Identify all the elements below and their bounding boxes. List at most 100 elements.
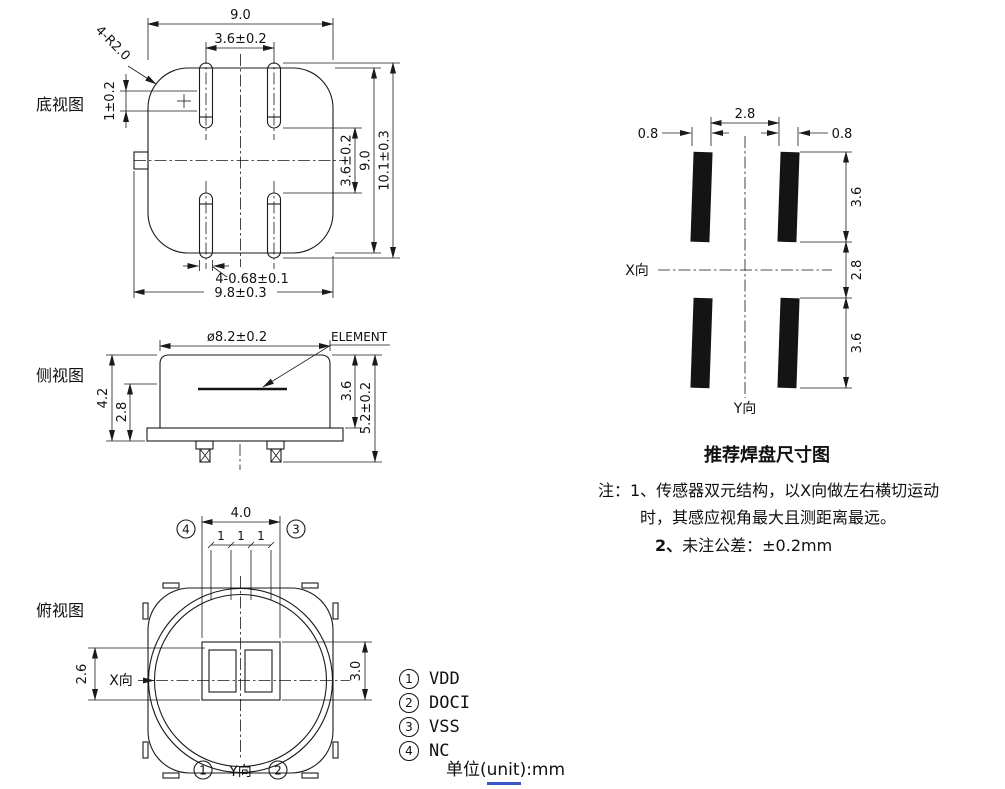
pin-number-badge: 3: [399, 717, 419, 737]
dim-pad-gap-x: 2.8: [710, 107, 780, 146]
pin-3-circle: [286, 519, 306, 539]
pin-number-badge: 4: [399, 741, 419, 761]
dim-text-seg3: 1: [257, 529, 265, 543]
x-axis-label: X向: [109, 673, 133, 689]
pin-number-badge: 2: [399, 693, 419, 713]
pad-x-axis-label: X向: [625, 263, 649, 279]
flange: [146, 427, 344, 442]
dim-cap-height: 3.6: [332, 354, 382, 429]
dim-text-can-diameter: ø8.2±0.2: [207, 330, 267, 345]
dim-overall-width: 9.8±0.3: [133, 171, 334, 301]
note-line-3: 2、未注公差：±0.2mm: [655, 532, 832, 556]
footer-artifact: [487, 782, 521, 785]
dim-body-width: 9.0: [147, 8, 334, 60]
top-view-centerlines: [156, 576, 350, 758]
dim-text-h4: 5.2±0.2: [359, 382, 374, 434]
note-line-1: 注：1、传感器双元结构，以X向做左右横切运动: [598, 481, 940, 500]
dim-text-pin-offset: 1±0.2: [103, 81, 118, 121]
dim-text-pad-h-top: 3.6: [850, 187, 865, 208]
top-view-label: 俯视图: [36, 601, 84, 620]
top-view: 俯视图 X向 4.0: [36, 506, 372, 780]
element-callout: ELEMENT: [262, 330, 390, 388]
pad-centerlines: [658, 136, 832, 398]
polarity-mark: [177, 94, 191, 108]
dim-element-height: 2.8: [115, 383, 157, 442]
pin-number-badge: 1: [399, 669, 419, 689]
dim-can-diameter: ø8.2±0.2: [159, 330, 331, 351]
dim-text-h3: 3.6: [340, 381, 355, 402]
dim-window-height: 3.0: [282, 641, 372, 701]
corner-tabs: [142, 582, 339, 779]
solder-pads: [690, 151, 800, 389]
dim-text-window-width: 4.0: [231, 506, 252, 521]
pin-4-circle: [176, 519, 196, 539]
pin-callouts: 4 3 1 2 Y向: [176, 519, 306, 780]
pin-4-number: 4: [182, 523, 190, 537]
window-frame: [201, 641, 281, 701]
dim-window-segments: 1 1 1: [207, 529, 275, 600]
dim-can-height-total: 4.2: [96, 354, 157, 442]
dim-pin-pitch-y: 3.6±0.2: [283, 127, 362, 194]
element-callout-label: ELEMENT: [331, 330, 388, 344]
dim-pad-column-heights: 3.6 2.8 3.6: [800, 151, 865, 389]
pin-assignment-list: 1 VDD 2 DOCI 3 VSS 4 NC: [399, 669, 470, 761]
dim-text-right: 3.0: [349, 661, 364, 682]
dim-text-overall-height: 10.1±0.3: [378, 130, 393, 191]
pin-row-nc: 4 NC: [399, 741, 470, 761]
window-right: [244, 649, 273, 693]
dim-text-pad-w-left: 0.8: [638, 127, 659, 142]
note-line-2: 时，其感应视角最大且测距离最远。: [640, 508, 897, 527]
note-3-number: 2、: [655, 536, 683, 555]
dim-text-h1: 4.2: [96, 388, 111, 409]
side-view: 侧视图 ø8.2±0.2 ELEMENT 4.2: [36, 330, 390, 470]
dim-text-pin-pitch-y: 3.6±0.2: [340, 134, 355, 186]
foot-left: [195, 440, 214, 450]
side-view-label: 侧视图: [36, 366, 84, 385]
pin-name: VDD: [429, 669, 460, 689]
y-axis-label: Y向: [228, 764, 252, 780]
dim-text-pin-pitch-x: 3.6±0.2: [214, 32, 266, 47]
bottom-view-centerlines: [134, 52, 347, 269]
pad-top-left: [690, 151, 713, 243]
pin-2-circle: [268, 760, 288, 780]
pin-1-number: 1: [199, 764, 207, 778]
pad-y-axis-label: Y向: [733, 401, 757, 417]
pin-row-vss: 3 VSS: [399, 717, 470, 737]
dim-text-seg1: 1: [217, 529, 225, 543]
pin-name: NC: [429, 741, 450, 761]
dim-text-h2: 2.8: [115, 402, 130, 423]
window-left: [208, 649, 237, 693]
dim-pin-slot-width: 4-0.68±0.1: [183, 260, 289, 287]
unit-label: 单位(unit):mm: [446, 760, 566, 780]
dim-text-pad-w-right: 0.8: [832, 127, 853, 142]
can-body: [159, 354, 331, 429]
dim-text-body-width: 9.0: [230, 8, 251, 23]
dim-element-offset: 2.6: [75, 647, 205, 701]
dim-total-height: 5.2±0.2: [283, 354, 382, 463]
pin-3-number: 3: [292, 523, 300, 537]
foot-right: [266, 440, 285, 450]
dim-corner-radius: 4-R2.0: [92, 23, 157, 85]
pin-2-number: 2: [274, 764, 282, 778]
dim-text-left: 2.6: [75, 664, 90, 685]
dim-pad-width-left: 0.8: [638, 127, 729, 146]
pin-row-doci: 2 DOCI: [399, 693, 470, 713]
pin-name: DOCI: [429, 693, 470, 713]
pin-name: VSS: [429, 717, 460, 737]
dim-text-pin-slot: 4-0.68±0.1: [215, 272, 288, 287]
pin-1-circle: [193, 760, 213, 780]
dim-pin-offset: 1±0.2: [103, 74, 197, 128]
x-axis-callout: X向: [109, 673, 155, 689]
pin-row-vdd: 1 VDD: [399, 669, 470, 689]
dim-text-body-height: 9.0: [359, 150, 374, 171]
bottom-view: 底视图 9.0: [36, 8, 400, 301]
dim-pad-width-right: 0.8: [761, 127, 852, 146]
pad-section-title: 推荐焊盘尺寸图: [704, 445, 830, 466]
dim-window-width: 4.0: [201, 506, 281, 638]
dim-text-pad-h-bottom: 3.6: [850, 333, 865, 354]
dim-body-height: 9.0: [335, 67, 381, 254]
dim-text-corner-radius: 4-R2.0: [92, 23, 133, 64]
dim-text-seg2: 1: [237, 529, 245, 543]
